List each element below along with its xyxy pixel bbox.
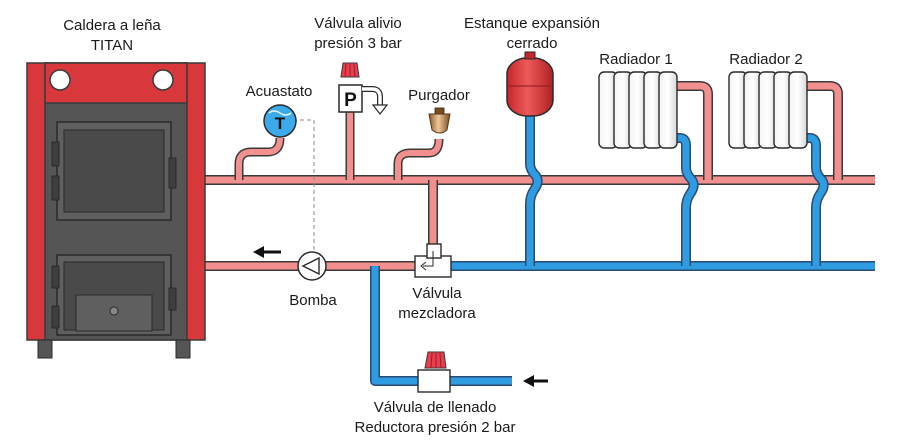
mixing-valve (414, 243, 452, 278)
radiator-2-supply-pipe (805, 81, 843, 180)
boiler-label-line1: Caldera a leña (63, 17, 161, 34)
relief-valve-symbol: P (344, 90, 357, 111)
radiator-1 (598, 71, 678, 149)
aquastat: T (263, 104, 297, 138)
radiator-2-return-pipe (803, 133, 829, 266)
fill-valve-label-line1: Válvula de llenado (374, 399, 497, 416)
mixing-valve-label-line2: mezcladora (398, 305, 476, 322)
radiator-1-label: Radiador 1 (599, 51, 672, 68)
purger-icon (428, 113, 451, 134)
fill-valve (417, 351, 451, 393)
radiator-2 (728, 71, 808, 149)
aquastat-dial-icon (263, 104, 297, 138)
expansion-tank-label-line2: cerrado (507, 35, 558, 52)
boiler-label-line2: TITAN (91, 37, 133, 54)
boiler-foot-left (37, 339, 53, 359)
fill-pipe (370, 266, 512, 386)
relief-valve-body (338, 84, 363, 113)
aquastat-label: Acuastato (246, 83, 313, 100)
aquastat-control-wire (293, 119, 315, 252)
radiator-1-supply-pipe (675, 81, 713, 180)
mixing-valve-label-line1: Válvula (412, 285, 462, 302)
flow-direction-arrow-icon (253, 246, 281, 258)
radiator-1-return-pipe (672, 133, 699, 266)
pump (297, 251, 327, 281)
boiler-port-left (49, 69, 71, 91)
purger (428, 107, 451, 134)
relief-valve-label-line2: presión 3 bar (314, 35, 402, 52)
makeup-water-inlet-arrow-icon (523, 375, 548, 387)
expansion-tank-label-line1: Estanque expansión (464, 15, 600, 32)
fill-valve-body (417, 369, 451, 393)
purger-pipe (393, 138, 444, 180)
relief-valve: P (338, 62, 389, 115)
relief-discharge-arrow-icon (362, 86, 389, 115)
relief-valve-label-line1: Válvula alivio (314, 15, 402, 32)
expansion-tank-icon (506, 57, 554, 117)
purger-label: Purgador (408, 87, 470, 104)
pump-label: Bomba (289, 292, 337, 309)
boiler (26, 62, 206, 359)
boiler-foot-right (175, 339, 191, 359)
aquastat-symbol: T (275, 114, 286, 133)
aquastat-pipe (234, 137, 285, 180)
pipe-network (205, 81, 875, 386)
expansion-tank (506, 51, 554, 117)
boiler-port-right (152, 69, 174, 91)
radiator-2-label: Radiador 2 (729, 51, 802, 68)
expansion-tank-pipe (525, 112, 543, 266)
fill-valve-label-line2: Reductora presión 2 bar (355, 419, 516, 436)
